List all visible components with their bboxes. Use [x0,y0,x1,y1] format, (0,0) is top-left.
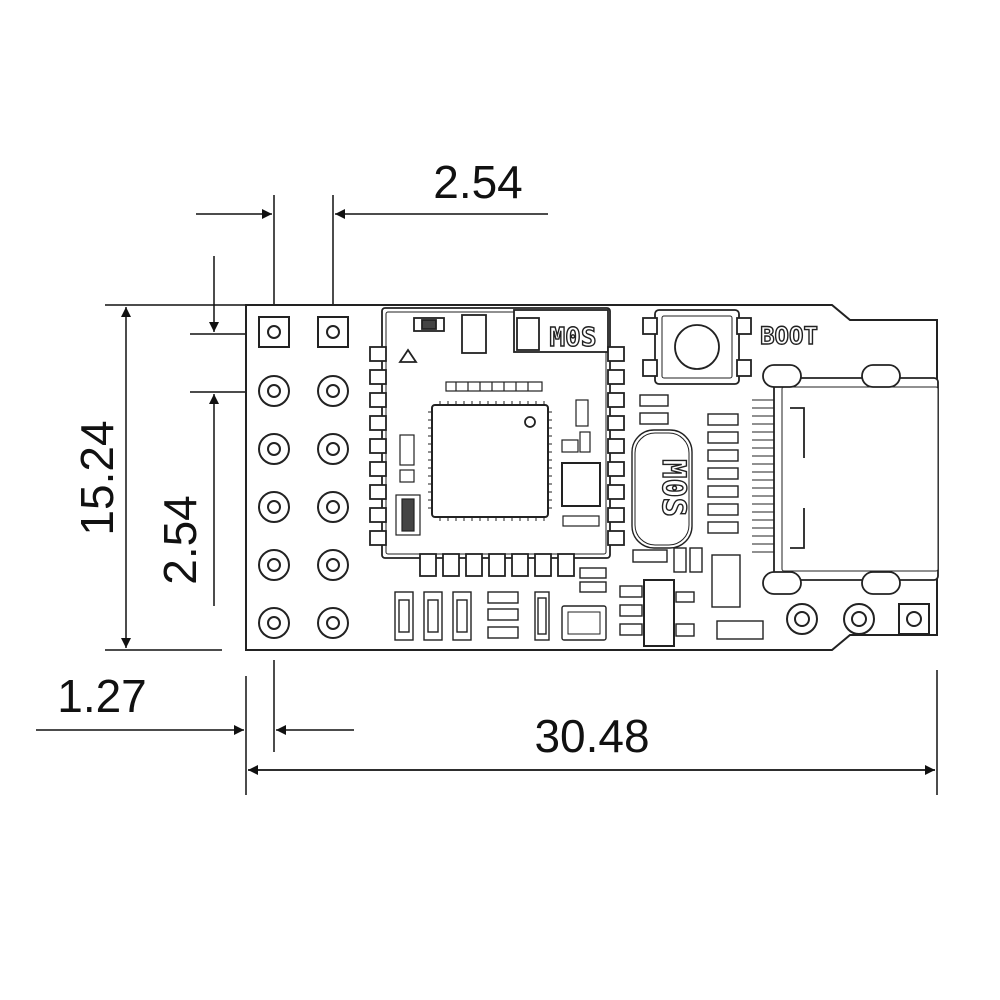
boot-button [642,309,752,385]
pin1-marker-icon [398,348,418,363]
wireless-module: M0S [369,307,625,577]
pin-round-row [258,375,349,639]
module-label: M0S [550,323,597,353]
dimension-label-pin-pitch-top: 2.54 [433,156,523,208]
module-antenna-pad [461,314,487,354]
module-passives [395,381,601,536]
dimension-board-length [248,670,938,795]
mcu-pins [428,401,552,521]
header-pins [258,316,349,639]
usb-pins [752,399,774,553]
voltage-regulator [643,579,675,647]
right-holes [786,603,930,635]
boot-label: BOOT [760,322,818,350]
module-bottom-pads [419,553,575,577]
usb-c-connector [752,364,939,595]
dimension-edge-offset [36,660,354,795]
dimension-pin-pitch-top [196,195,548,305]
dimension-label-pin-pitch-side: 2.54 [154,495,206,585]
rotated-module-label: M0S [655,459,693,517]
boot-button-cap-icon [674,324,720,370]
right-passives [579,394,764,640]
dimension-label-board-height: 15.24 [71,420,123,535]
dimension-label-edge-offset: 1.27 [57,670,147,722]
module-side-pads [369,346,625,546]
bottom-components [394,579,695,647]
dimension-label-board-length: 30.48 [534,710,649,762]
dimension-board-height [105,304,245,651]
mcu-chip [431,404,549,518]
